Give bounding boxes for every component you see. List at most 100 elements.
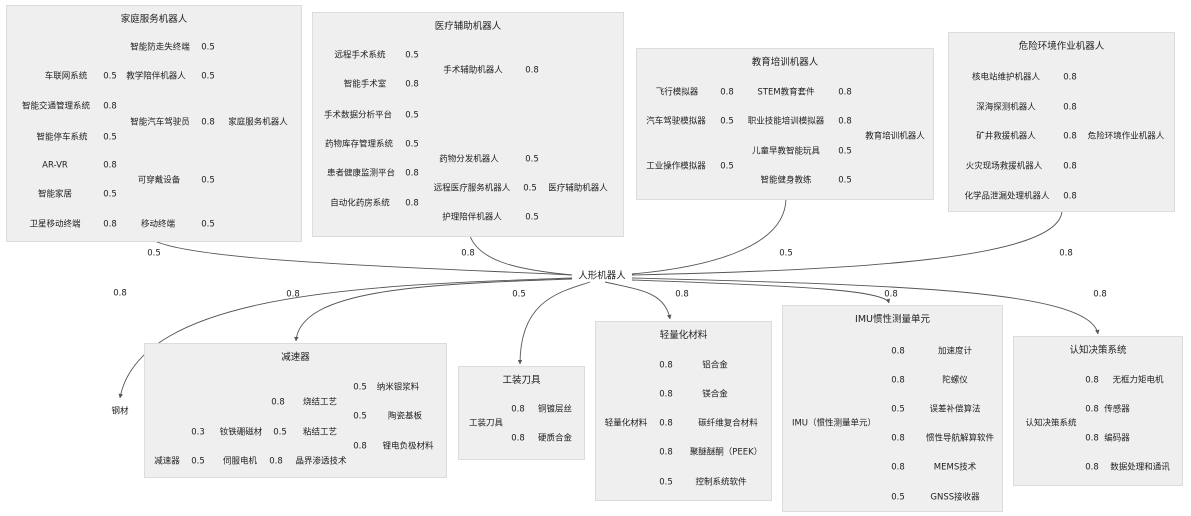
node: 化学品泄漏处理机器人: [964, 191, 1050, 202]
edge: [631, 197, 787, 275]
node: 自动化药房系统: [330, 198, 390, 209]
edge-weight: 0.5: [405, 139, 419, 150]
node: 护理陪伴机器人: [442, 212, 502, 223]
node: 智能防走失终端: [130, 42, 190, 53]
node: 移动终端: [140, 219, 176, 230]
node: 智能停车系统: [36, 132, 88, 143]
node: 误差补偿算法: [929, 404, 981, 415]
edge-weight: 0.8: [405, 198, 419, 209]
node: 聚醚醚酮（PEEK）: [689, 447, 763, 458]
cluster-title: 工装刀具: [502, 375, 541, 386]
node: 工业操作模拟器: [646, 161, 706, 172]
edge-weight: 0.5: [147, 248, 161, 259]
node: IMU（惯性测量单元）: [791, 418, 877, 429]
edge-weight: 0.5: [353, 411, 367, 422]
edge-weight: 0.8: [1063, 191, 1077, 202]
node: 工装刀具: [468, 418, 504, 429]
cluster-reducer: 减速器: [144, 343, 447, 478]
edge-weight: 0.8: [269, 456, 283, 467]
node: 医疗辅助机器人: [548, 183, 608, 194]
edge-weight: 0.8: [353, 441, 367, 452]
edge-weight: 0.8: [675, 289, 689, 300]
node: 远程医疗服务机器人: [433, 183, 511, 194]
node: 药物库存管理系统: [324, 139, 394, 150]
edge-weight: 0.8: [405, 168, 419, 179]
edge-weight: 0.3: [191, 427, 205, 438]
node: 控制系统软件: [695, 477, 747, 488]
cluster-title: 危险环境作业机器人: [1018, 41, 1105, 52]
node: 患者健康监测平台: [326, 168, 396, 179]
node: 智能汽车驾驶员: [130, 117, 190, 128]
node: 锂电负极材料: [382, 441, 434, 452]
node: 家庭服务机器人: [228, 117, 288, 128]
edge-weight: 0.8: [1085, 433, 1099, 444]
edge: [294, 278, 573, 342]
edge-weight: 0.5: [720, 116, 734, 127]
edge-weight: 0.8: [659, 389, 673, 400]
edge-weight: 0.8: [271, 397, 285, 408]
node: 危险环境作业机器人: [1087, 131, 1165, 142]
node: AR-VR: [42, 160, 68, 171]
edge-weight: 0.8: [891, 433, 905, 444]
edge-weight: 0.8: [511, 433, 525, 444]
edge-weight: 0.5: [891, 492, 905, 503]
node: 教学陪伴机器人: [126, 71, 186, 82]
edge-weight: 0.8: [1063, 131, 1077, 142]
node: 可穿戴设备: [137, 175, 181, 186]
node: 智能交通管理系统: [21, 101, 91, 112]
edge-weight: 0.8: [838, 116, 852, 127]
node: 卫星移动终端: [29, 219, 81, 230]
cluster-title: 医疗辅助机器人: [434, 21, 502, 32]
node: 编码器: [1104, 433, 1130, 444]
edge-weight: 0.8: [103, 219, 117, 230]
edge-weight: 0.8: [511, 404, 525, 415]
node: 汽车驾驶模拟器: [646, 116, 706, 127]
edge-weight: 0.8: [1085, 375, 1099, 386]
edge-weight: 0.8: [838, 87, 852, 98]
node: 手术数据分析平台: [323, 110, 393, 121]
node: 智能健身教练: [760, 175, 812, 186]
node: 粘结工艺: [302, 427, 338, 438]
edge-weight: 0.5: [103, 132, 117, 143]
edge-weight: 0.5: [891, 404, 905, 415]
node: 车联网系统: [44, 71, 88, 82]
cluster-title: 轻量化材料: [659, 330, 708, 341]
edge-weight: 0.5: [201, 71, 215, 82]
node: 远程手术系统: [334, 50, 386, 61]
node: 智能手术室: [343, 79, 387, 90]
cluster-cognitive: 认知决策系统: [1013, 336, 1183, 486]
cluster-title: 减速器: [281, 352, 310, 363]
root-node: 人形机器人: [578, 270, 626, 282]
edge-weight: 0.8: [1085, 404, 1099, 415]
edge-weight: 0.5: [353, 382, 367, 393]
edge: [154, 240, 573, 276]
edge-weight: 0.8: [405, 79, 419, 90]
node: 碳纤维复合材料: [698, 418, 758, 429]
edge-weight: 0.8: [1059, 248, 1073, 259]
edge-weight: 0.5: [525, 154, 539, 165]
edge-weight: 0.8: [891, 462, 905, 473]
edge-weight: 0.8: [286, 289, 300, 300]
node: 铝合金: [702, 360, 728, 371]
node: 烧结工艺: [302, 397, 338, 408]
edge-weight: 0.5: [201, 219, 215, 230]
edge-weight: 0.5: [405, 110, 419, 121]
cluster-education: 教育培训机器人: [636, 48, 934, 200]
node: 数据处理和通讯: [1110, 462, 1170, 473]
node: 矿井救援机器人: [976, 131, 1036, 142]
edge-weight: 0.8: [461, 248, 475, 259]
node: 职业技能培训模拟器: [747, 116, 825, 127]
cluster-family-service: 家庭服务机器人: [6, 5, 302, 242]
edge-weight: 0.8: [103, 160, 117, 171]
edge-weight: 0.5: [779, 248, 793, 259]
node: 深海探测机器人: [976, 102, 1036, 113]
cluster-tooling: 工装刀具: [458, 366, 585, 460]
node: 手术辅助机器人: [443, 65, 503, 76]
node: 陀螺仪: [942, 375, 968, 386]
node: 陶瓷基板: [387, 411, 423, 422]
node: 硬质合金: [537, 433, 573, 444]
edge-weight: 0.8: [884, 289, 898, 300]
node: 减速器: [154, 456, 180, 467]
edge-weight: 0.8: [659, 360, 673, 371]
edge-weight: 0.5: [720, 161, 734, 172]
